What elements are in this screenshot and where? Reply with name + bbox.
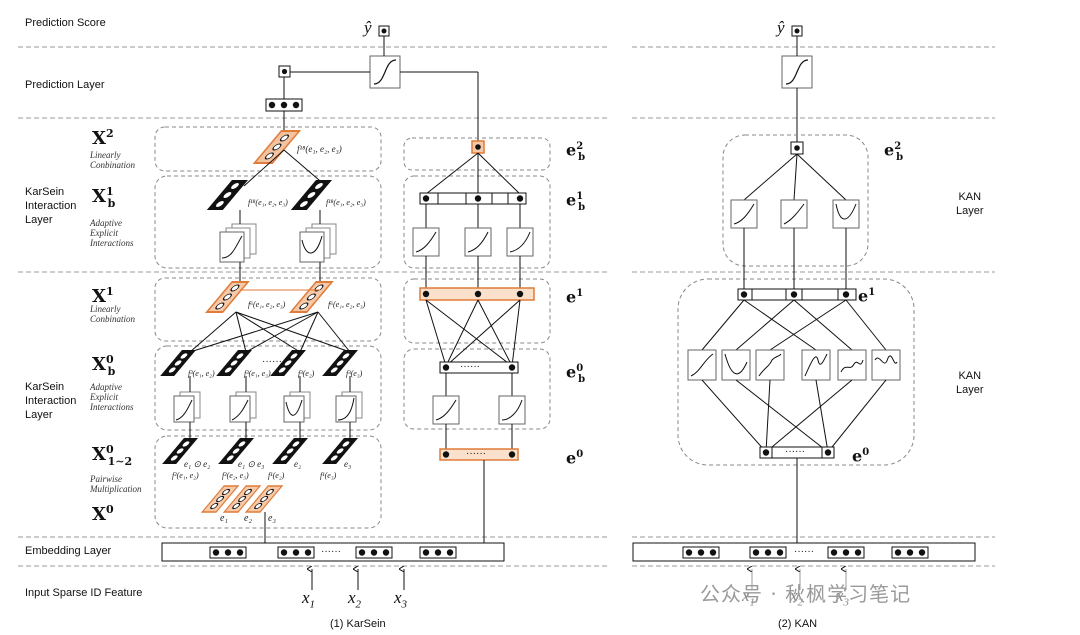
formula-e3: e₃: [268, 513, 276, 524]
prediction-vector: [265, 98, 303, 112]
symbol-e0-left: e0: [566, 448, 584, 468]
formula-f18-right: f¹⁸(e₁, e₂, e₃): [326, 198, 366, 207]
formula-f3-c: f³(e₂): [298, 369, 315, 378]
symbol-kan-e0: e0: [852, 446, 870, 466]
label-input-feature: Input Sparse ID Feature: [25, 587, 143, 599]
symbol-xb0: X0b: [92, 353, 116, 378]
label-embedding-layer: Embedding Layer: [25, 545, 112, 557]
symbol-eb1-left: e1b: [566, 190, 586, 213]
symbol-kan-eb2: e2b: [884, 140, 904, 163]
symbol-e1-left: e1: [566, 287, 584, 307]
x2-vector: [252, 130, 302, 164]
eb1-vector: [419, 192, 527, 205]
formula-f3-d: f³(e₃): [346, 369, 363, 378]
ellipsis-eb0: ······: [460, 361, 480, 372]
label-kan-layer-bottom: KAN Layer: [956, 370, 984, 396]
input-x2-left: x2: [348, 588, 362, 611]
label-karsein-interaction-1: KarSein Interaction Layer: [25, 186, 77, 226]
formula-pm-d: e₃: [344, 459, 352, 469]
yhat-right: ŷ: [777, 18, 785, 37]
symbol-x2: X2: [92, 127, 114, 149]
curve-stack-2: [299, 223, 337, 263]
embedding-bar-left: [161, 542, 505, 562]
label-kan-layer-top: KAN Layer: [956, 191, 984, 217]
label-prediction-score: Prediction Score: [25, 17, 106, 29]
yhat-left: ŷ: [364, 18, 372, 37]
ellipsis-embed-right: ······: [794, 546, 814, 557]
formula-e2: e₂: [244, 513, 252, 524]
formula-pm-c: e₂: [294, 459, 302, 469]
input-x1-right: x1: [742, 586, 756, 609]
eb0-vector: [439, 361, 519, 374]
ellipsis-embed-left: ······: [321, 546, 341, 557]
formula-f18-left: f¹⁸(e₁, e₂, e₃): [248, 198, 288, 207]
caption-kan: (2) KAN: [778, 618, 818, 630]
curve-stack-1: [219, 223, 257, 263]
caption-karsein: (1) KarSein: [330, 618, 386, 630]
symbol-eb2-left: e2b: [566, 140, 586, 163]
embedding-bar-right: [632, 542, 976, 562]
symbol-eb0-left: e0b: [566, 362, 586, 385]
symbol-kan-e1: e1: [858, 286, 876, 306]
formula-f1-c: f¹(e₂): [268, 471, 285, 480]
symbol-x1: X1: [92, 285, 114, 307]
desc-adaptive-2: Adaptive Explicit Interactions: [90, 382, 134, 412]
input-x3-left: x3: [394, 588, 408, 611]
formula-pm-a: e₁ ⊙ e₂: [184, 459, 211, 469]
desc-pairwise: Pairwise Multiplication: [90, 474, 142, 494]
formula-f1-d: f¹(e₃): [320, 471, 337, 480]
ellipsis-xb0: ······: [262, 356, 282, 367]
e0-vector: [439, 448, 519, 461]
input-x3-right: x3: [836, 586, 850, 609]
label-karsein-interaction-2: KarSein Interaction Layer: [25, 381, 77, 421]
e1-vector: [419, 287, 535, 301]
ellipsis-kan-e0: ······: [785, 446, 805, 457]
formula-f3-a: f³(e₁, e₂): [188, 369, 215, 378]
watermark: 公众号 · 秋枫学习笔记: [700, 582, 912, 606]
formula-pm-b: e₁ ⊙ e₃: [238, 459, 265, 469]
label-prediction-layer: Prediction Layer: [25, 79, 105, 91]
formula-f2-a: f²(e₁, e₂): [172, 471, 199, 480]
input-x1-left: x1: [302, 588, 316, 611]
symbol-xb1: X1b: [92, 185, 116, 210]
formula-f3-b: f³(e₁, e₃): [244, 369, 271, 378]
formula-f6-left: f⁶(e₁, e₂, e₃): [248, 300, 286, 309]
formula-f6-right: f⁶(e₁, e₂, e₃): [328, 300, 366, 309]
desc-linear-combination-2: Linearly Conbination: [90, 304, 136, 324]
kan-e1-vector: [737, 288, 857, 301]
layer-separators: [18, 46, 995, 567]
formula-f2-b: f²(e₂, e₃): [222, 471, 249, 480]
desc-linear-combination-1: Linearly Conbination: [90, 150, 136, 170]
input-x2-right: x2: [790, 586, 804, 609]
symbol-x0: X0: [92, 503, 114, 525]
kan-curve-row: [687, 349, 901, 381]
formula-e1: e₁: [220, 513, 228, 524]
ellipsis-e0: ······: [466, 448, 486, 459]
symbol-x012: X01∼2: [92, 443, 133, 468]
formula-f18-top: f¹⁸(e₁, e₂, e₃): [297, 144, 342, 154]
desc-adaptive-1: Adaptive Explicit Interactions: [90, 218, 134, 248]
